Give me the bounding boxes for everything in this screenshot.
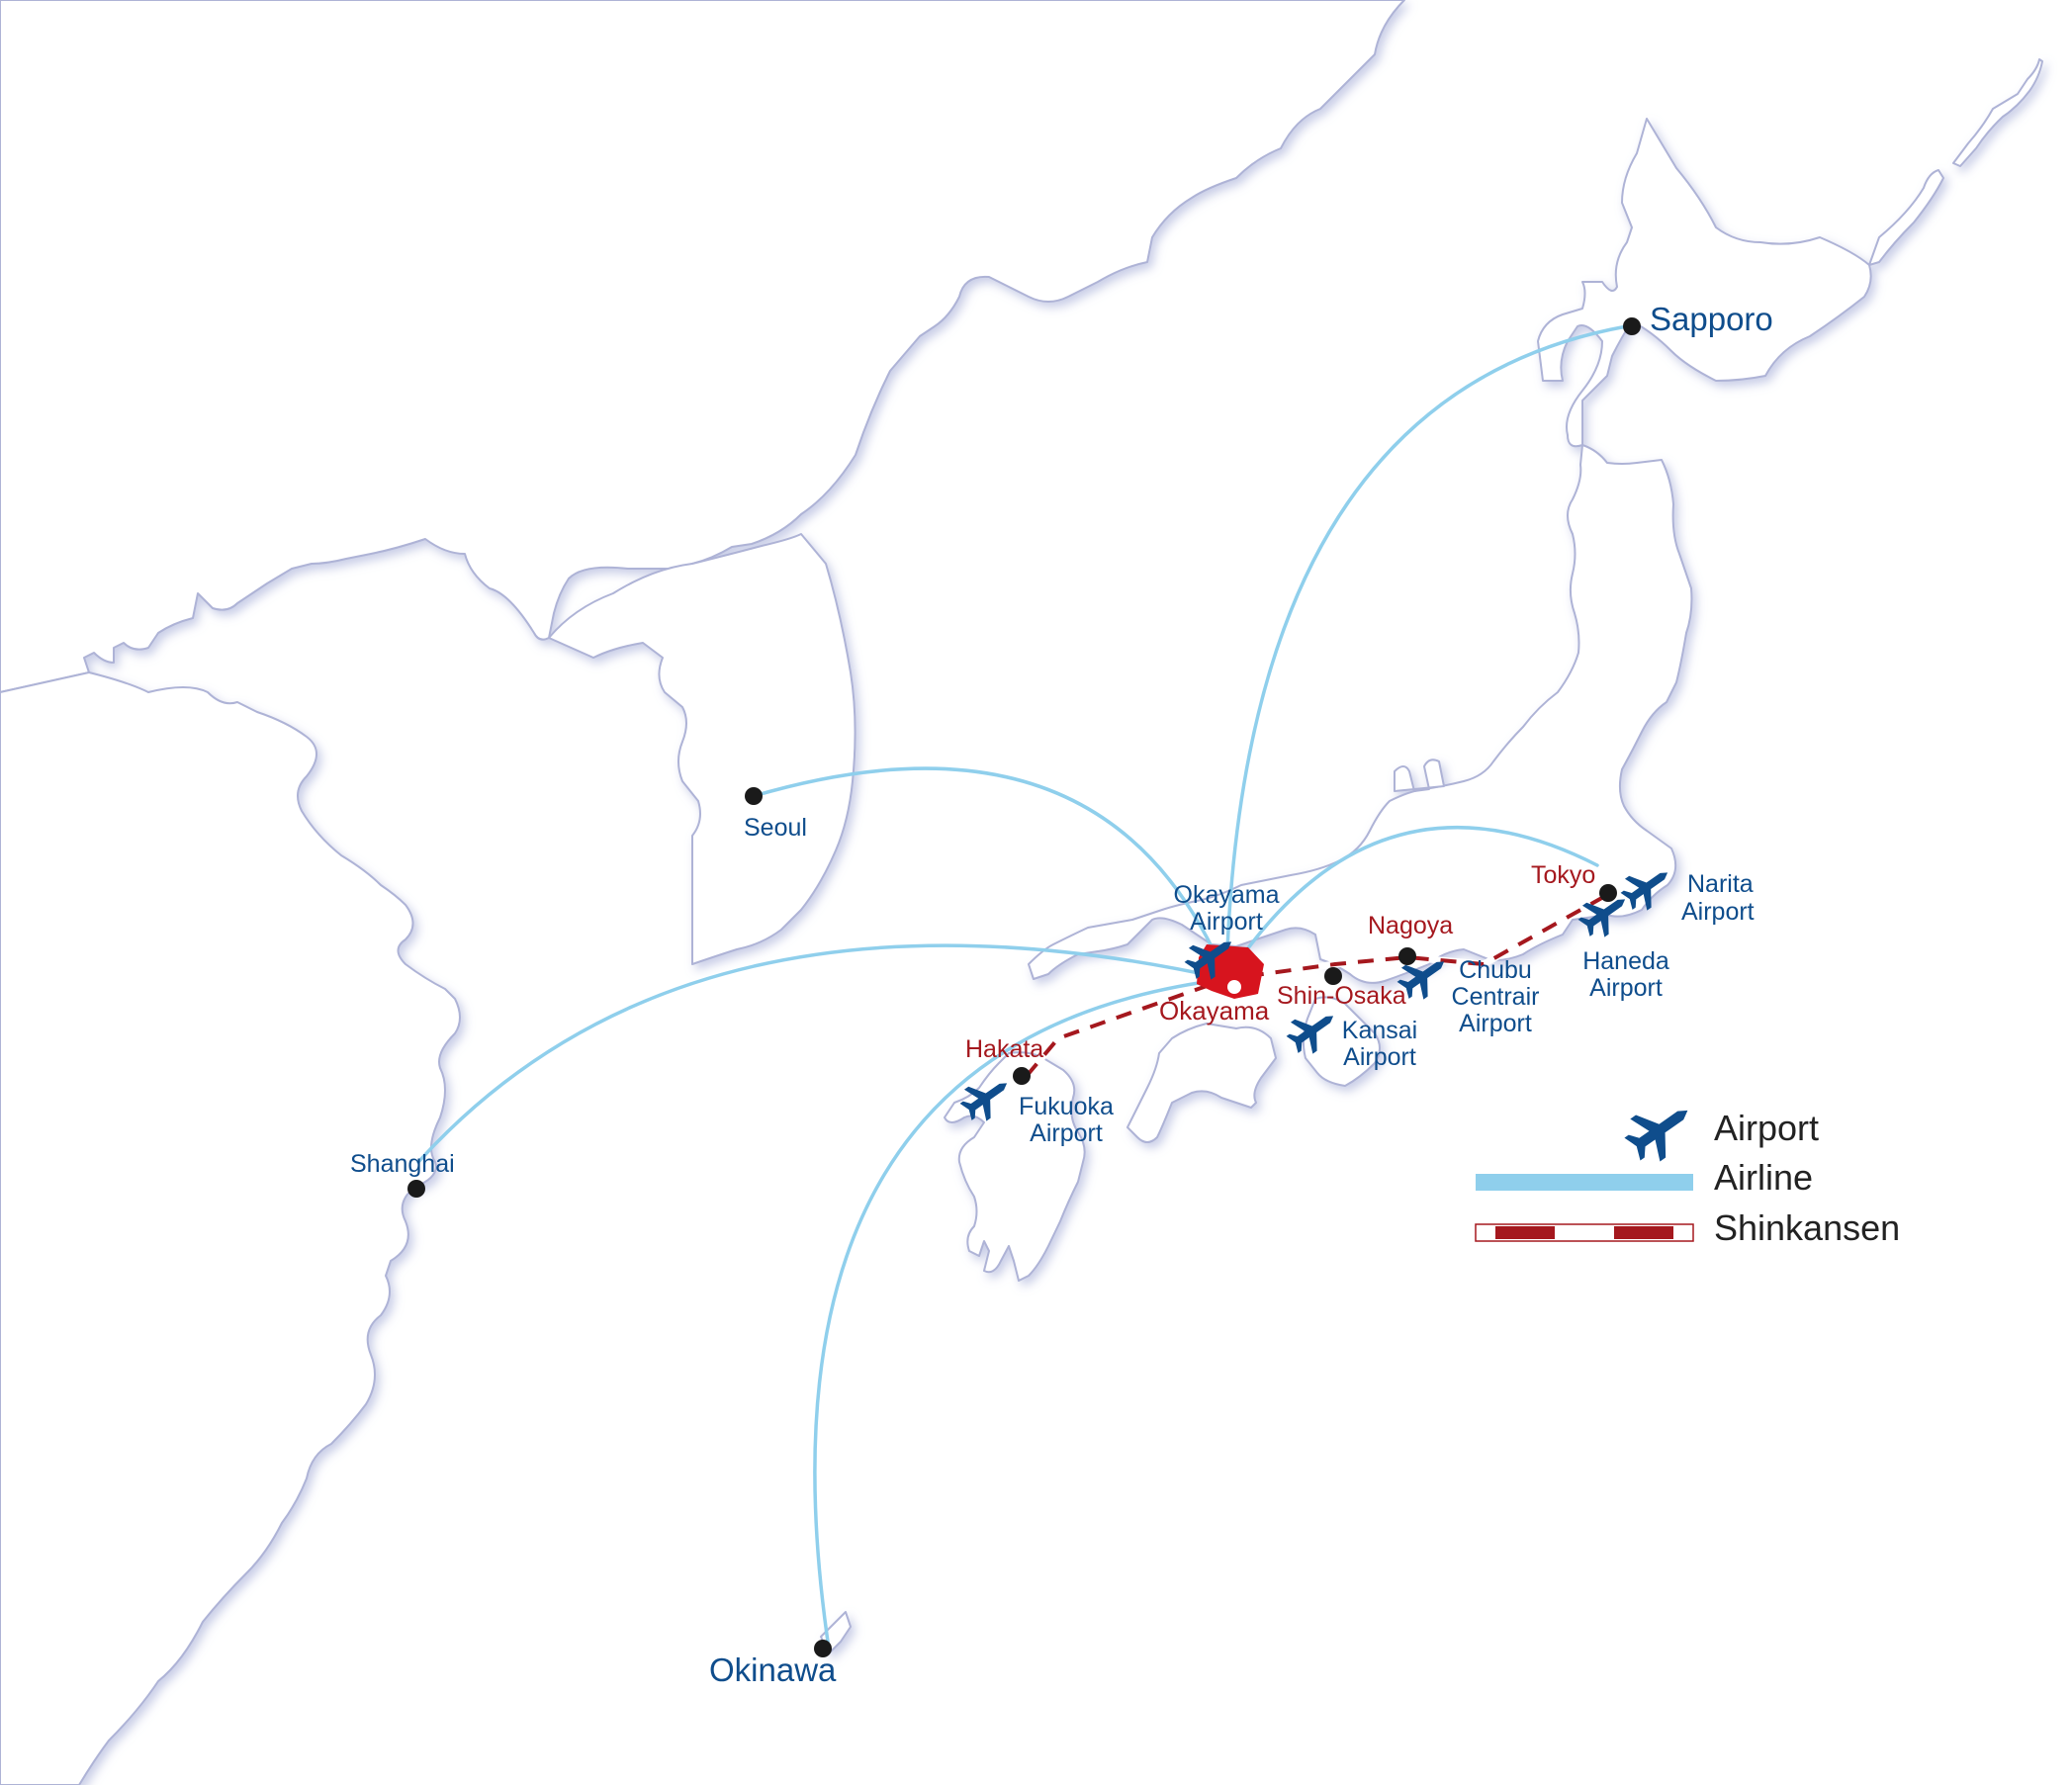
label-sapporo: Sapporo [1650, 301, 1773, 337]
label-okayama: Okayama [1159, 996, 1270, 1026]
route-okayama-tokyo [1224, 825, 1599, 981]
city-dot-seoul [745, 787, 763, 805]
legend-airport [1617, 1089, 1703, 1171]
label-kansai-line2: Airport [1343, 1043, 1416, 1071]
legend-shinkansen-swatch [1475, 1223, 1694, 1242]
label-chubu-line1: Chubu [1459, 956, 1532, 984]
city-dot-hakata [1013, 1067, 1031, 1085]
label-shin-osaka: Shin-Osaka [1277, 982, 1406, 1010]
landmass-honshu [1028, 444, 1693, 984]
map-labels: Sapporo Seoul Shanghai Okinawa Okayama A… [350, 301, 1773, 1688]
city-dot-tokyo [1599, 884, 1617, 902]
label-hakata: Hakata [965, 1035, 1043, 1063]
route-okayama-okinawa [813, 977, 1228, 1644]
label-okinawa: Okinawa [709, 1651, 837, 1688]
landmass-kuril-islands [1868, 169, 1944, 266]
label-chubu-line2: Centrair [1452, 983, 1540, 1011]
label-narita-line1: Narita [1687, 870, 1754, 898]
city-dot-shanghai [407, 1180, 425, 1198]
legend: Airport Airline Shinkansen [1475, 1089, 1900, 1248]
shinkansen-line [1023, 891, 1611, 1080]
route-okayama-sapporo [1224, 324, 1629, 981]
legend-airline-swatch [1476, 1174, 1693, 1191]
legend-airline-label: Airline [1714, 1157, 1813, 1198]
label-tokyo: Tokyo [1531, 861, 1595, 889]
landmass-kuril-islands-north [1952, 58, 2043, 167]
okayama-hub-dot [1227, 980, 1241, 994]
label-haneda-line1: Haneda [1582, 947, 1669, 975]
city-dot-nagoya [1398, 947, 1416, 965]
route-okayama-seoul [752, 766, 1228, 981]
route-okayama-shanghai [416, 943, 1228, 1164]
label-okayama-airport-line1: Okayama [1174, 881, 1280, 909]
city-dots [407, 317, 1641, 1657]
city-dot-sapporo [1623, 317, 1641, 335]
airplane-icon [1617, 1089, 1703, 1171]
label-narita-line2: Airport [1681, 898, 1755, 926]
landmass-kyushu [944, 1051, 1086, 1282]
label-fukuoka-line1: Fukuoka [1019, 1093, 1114, 1120]
label-okayama-airport-line2: Airport [1190, 908, 1263, 936]
landmass-asia-mainland [0, 0, 1405, 693]
legend-shinkansen-label: Shinkansen [1714, 1207, 1900, 1248]
label-kansai-line1: Kansai [1342, 1017, 1417, 1044]
label-fukuoka-line2: Airport [1030, 1119, 1103, 1147]
legend-airport-label: Airport [1714, 1108, 1819, 1148]
city-dot-shin-osaka [1324, 967, 1342, 985]
label-haneda-line2: Airport [1589, 974, 1663, 1002]
landmass-noto-peninsula [1394, 759, 1445, 792]
label-nagoya: Nagoya [1368, 912, 1453, 939]
label-chubu-line3: Airport [1459, 1010, 1532, 1037]
landmass-hokkaido [1537, 118, 1872, 448]
label-seoul: Seoul [744, 814, 807, 842]
landmass-korea [548, 533, 856, 965]
shinkansen-track-dash [1025, 893, 1608, 1078]
landmass-shikoku [1126, 1023, 1277, 1143]
label-shanghai: Shanghai [350, 1150, 455, 1178]
city-dot-okinawa [814, 1640, 832, 1657]
landmass-china-east-coast [0, 671, 461, 1785]
airline-routes [416, 324, 1629, 1644]
